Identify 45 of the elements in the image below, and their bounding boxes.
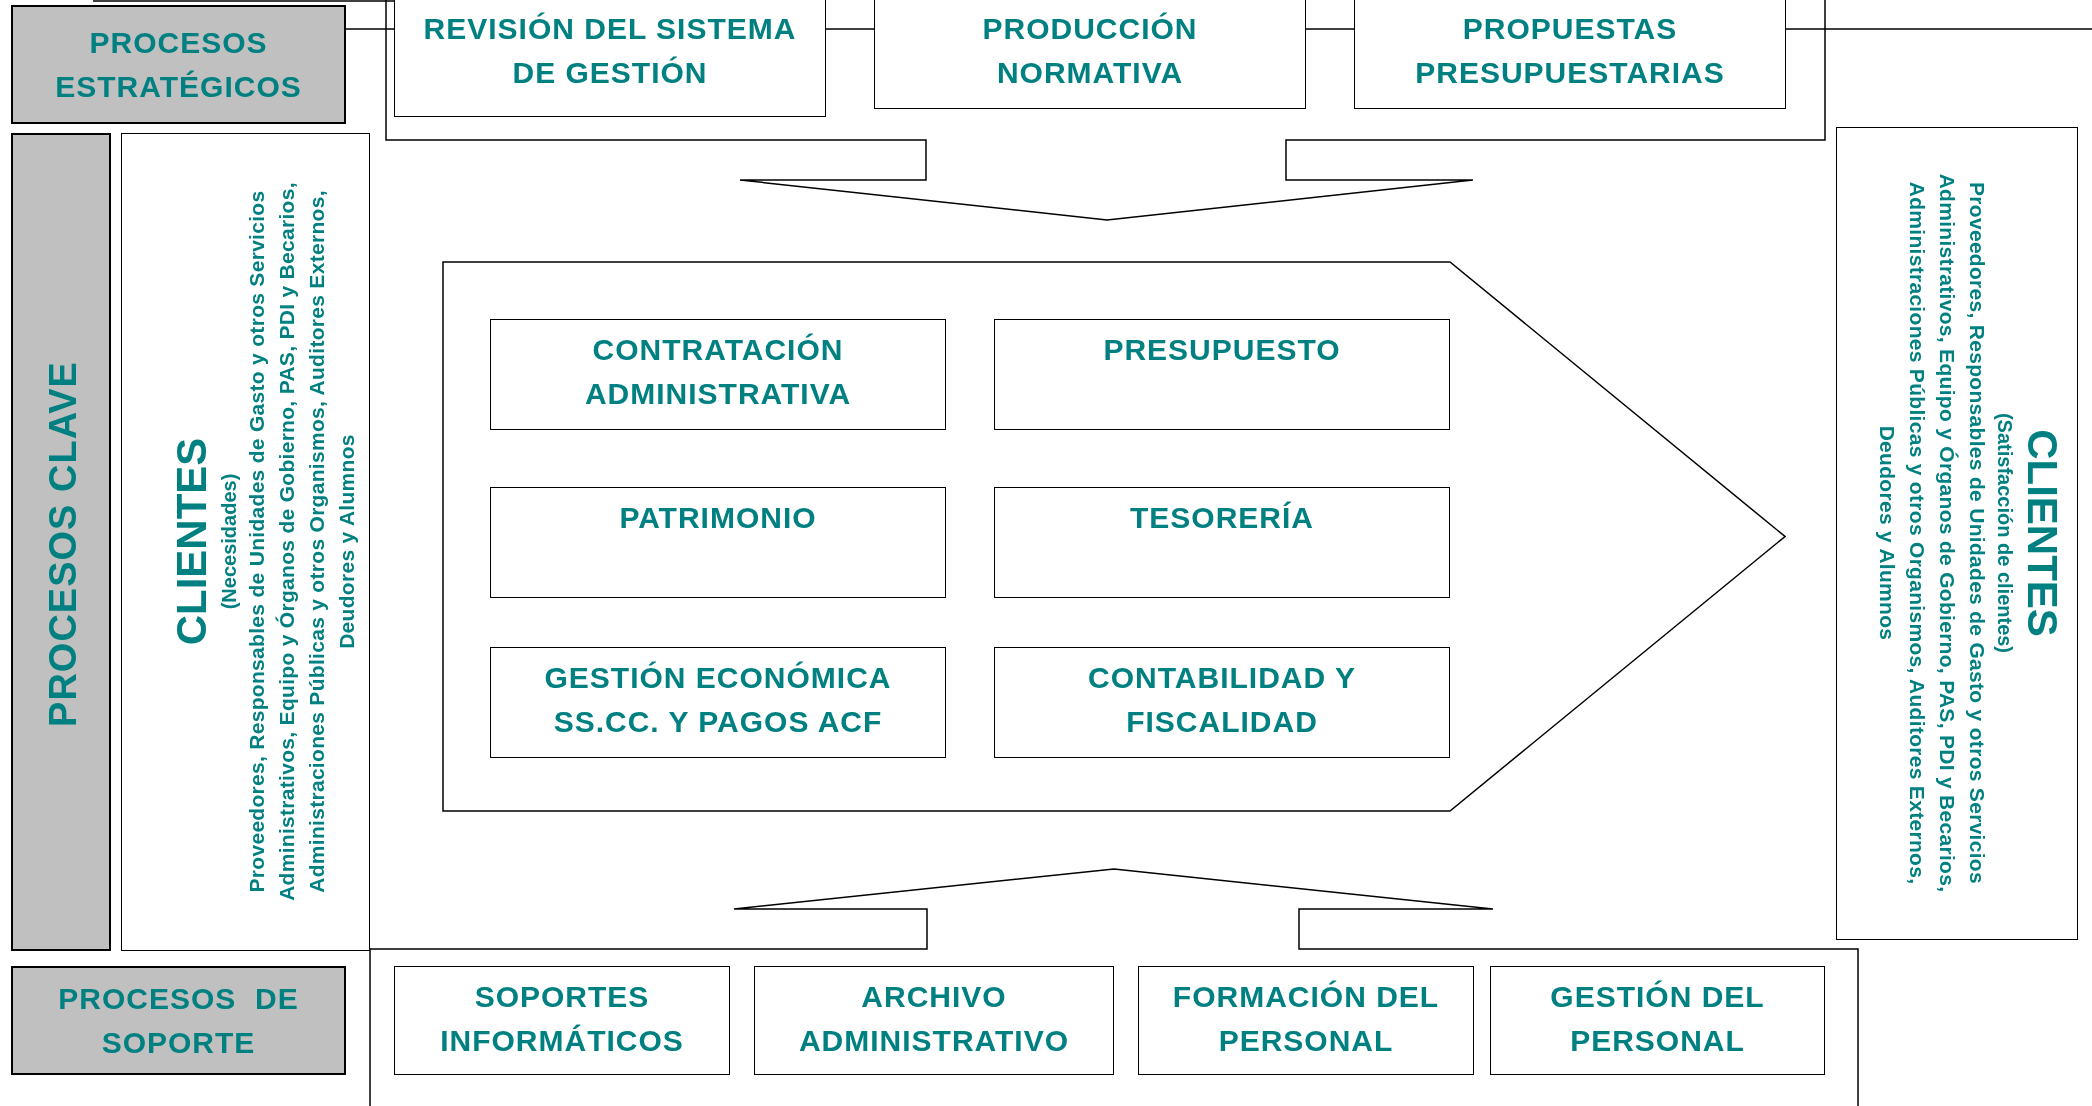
process-label: PATRIMONIO: [618, 500, 818, 536]
process-label: GESTIÓN DEL PERSONAL: [1549, 979, 1766, 1059]
connector-line: [1785, 28, 2092, 30]
category-label: PROCESOS DE SOPORTE: [57, 980, 300, 1061]
connector-line: [1305, 28, 1355, 30]
category-label: PROCESOS CLAVE: [40, 361, 85, 727]
client-subheading: (Satisfacción de clientes): [1992, 412, 2017, 654]
client-heading: CLIENTES: [167, 437, 216, 646]
process-box: [1354, 0, 1786, 109]
process-label: CONTRATACIÓN ADMINISTRATIVA: [583, 332, 853, 412]
process-label: PRODUCCIÓN NORMATIVA: [981, 11, 1199, 91]
process-label: CONTABILIDAD Y FISCALIDAD: [1087, 660, 1357, 740]
connector-line: [825, 28, 875, 30]
process-label: REVISIÓN DEL SISTEMA DE GESTIÓN: [422, 11, 798, 91]
process-label: ARCHIVO ADMINISTRATIVO: [797, 979, 1071, 1059]
process-category-box: [11, 5, 346, 124]
connector-line: [345, 28, 395, 30]
process-box: [490, 647, 946, 758]
process-box: [1490, 966, 1825, 1075]
category-label: PROCESOS ESTRATÉGICOS: [54, 24, 303, 105]
process-label: TESORERÍA: [1129, 500, 1315, 536]
process-label: SOPORTES INFORMÁTICOS: [439, 979, 685, 1059]
process-label: GESTIÓN ECONÓMICA SS.CC. Y PAGOS ACF: [543, 660, 893, 740]
process-box: [394, 966, 730, 1075]
process-category-box: [11, 966, 346, 1075]
client-list: Proveedores, Responsables de Unidades de Gasto y otros Servicios Administrativos, Equipo y Órganos de Gobierno, PAS, PDI y Becarios, Administraciones Públicas y otros Organismos, Auditores Externos, Deudores y Alumnos: [241, 142, 362, 941]
process-box: [994, 319, 1450, 430]
process-label: PRESUPUESTO: [1102, 332, 1342, 368]
process-box: [994, 487, 1450, 598]
client-box: [121, 133, 370, 951]
process-box: [994, 647, 1450, 758]
process-box: [490, 319, 946, 430]
process-box: [874, 0, 1306, 109]
process-box: [490, 487, 946, 598]
process-category-box: [11, 133, 111, 951]
process-label: PROPUESTAS PRESUPUESTARIAS: [1414, 11, 1726, 91]
process-box: [1138, 966, 1474, 1075]
chevron-arrow: [442, 261, 1786, 812]
client-box: [1836, 127, 2078, 940]
client-list: Proveedores, Responsables de Unidades de Gasto y otros Servicios Administrativos, Equipo y Órganos de Gobierno, PAS, PDI y Becarios, Administraciones Públicas y otros Organismos, Auditores Externos, Deudores y Alumnos: [1871, 136, 1992, 930]
process-box: [754, 966, 1114, 1075]
client-heading: CLIENTES: [2017, 429, 2066, 637]
client-subheading: (Necesidades): [216, 473, 241, 610]
process-label: FORMACIÓN DEL PERSONAL: [1171, 979, 1441, 1059]
process-box: [394, 0, 826, 117]
